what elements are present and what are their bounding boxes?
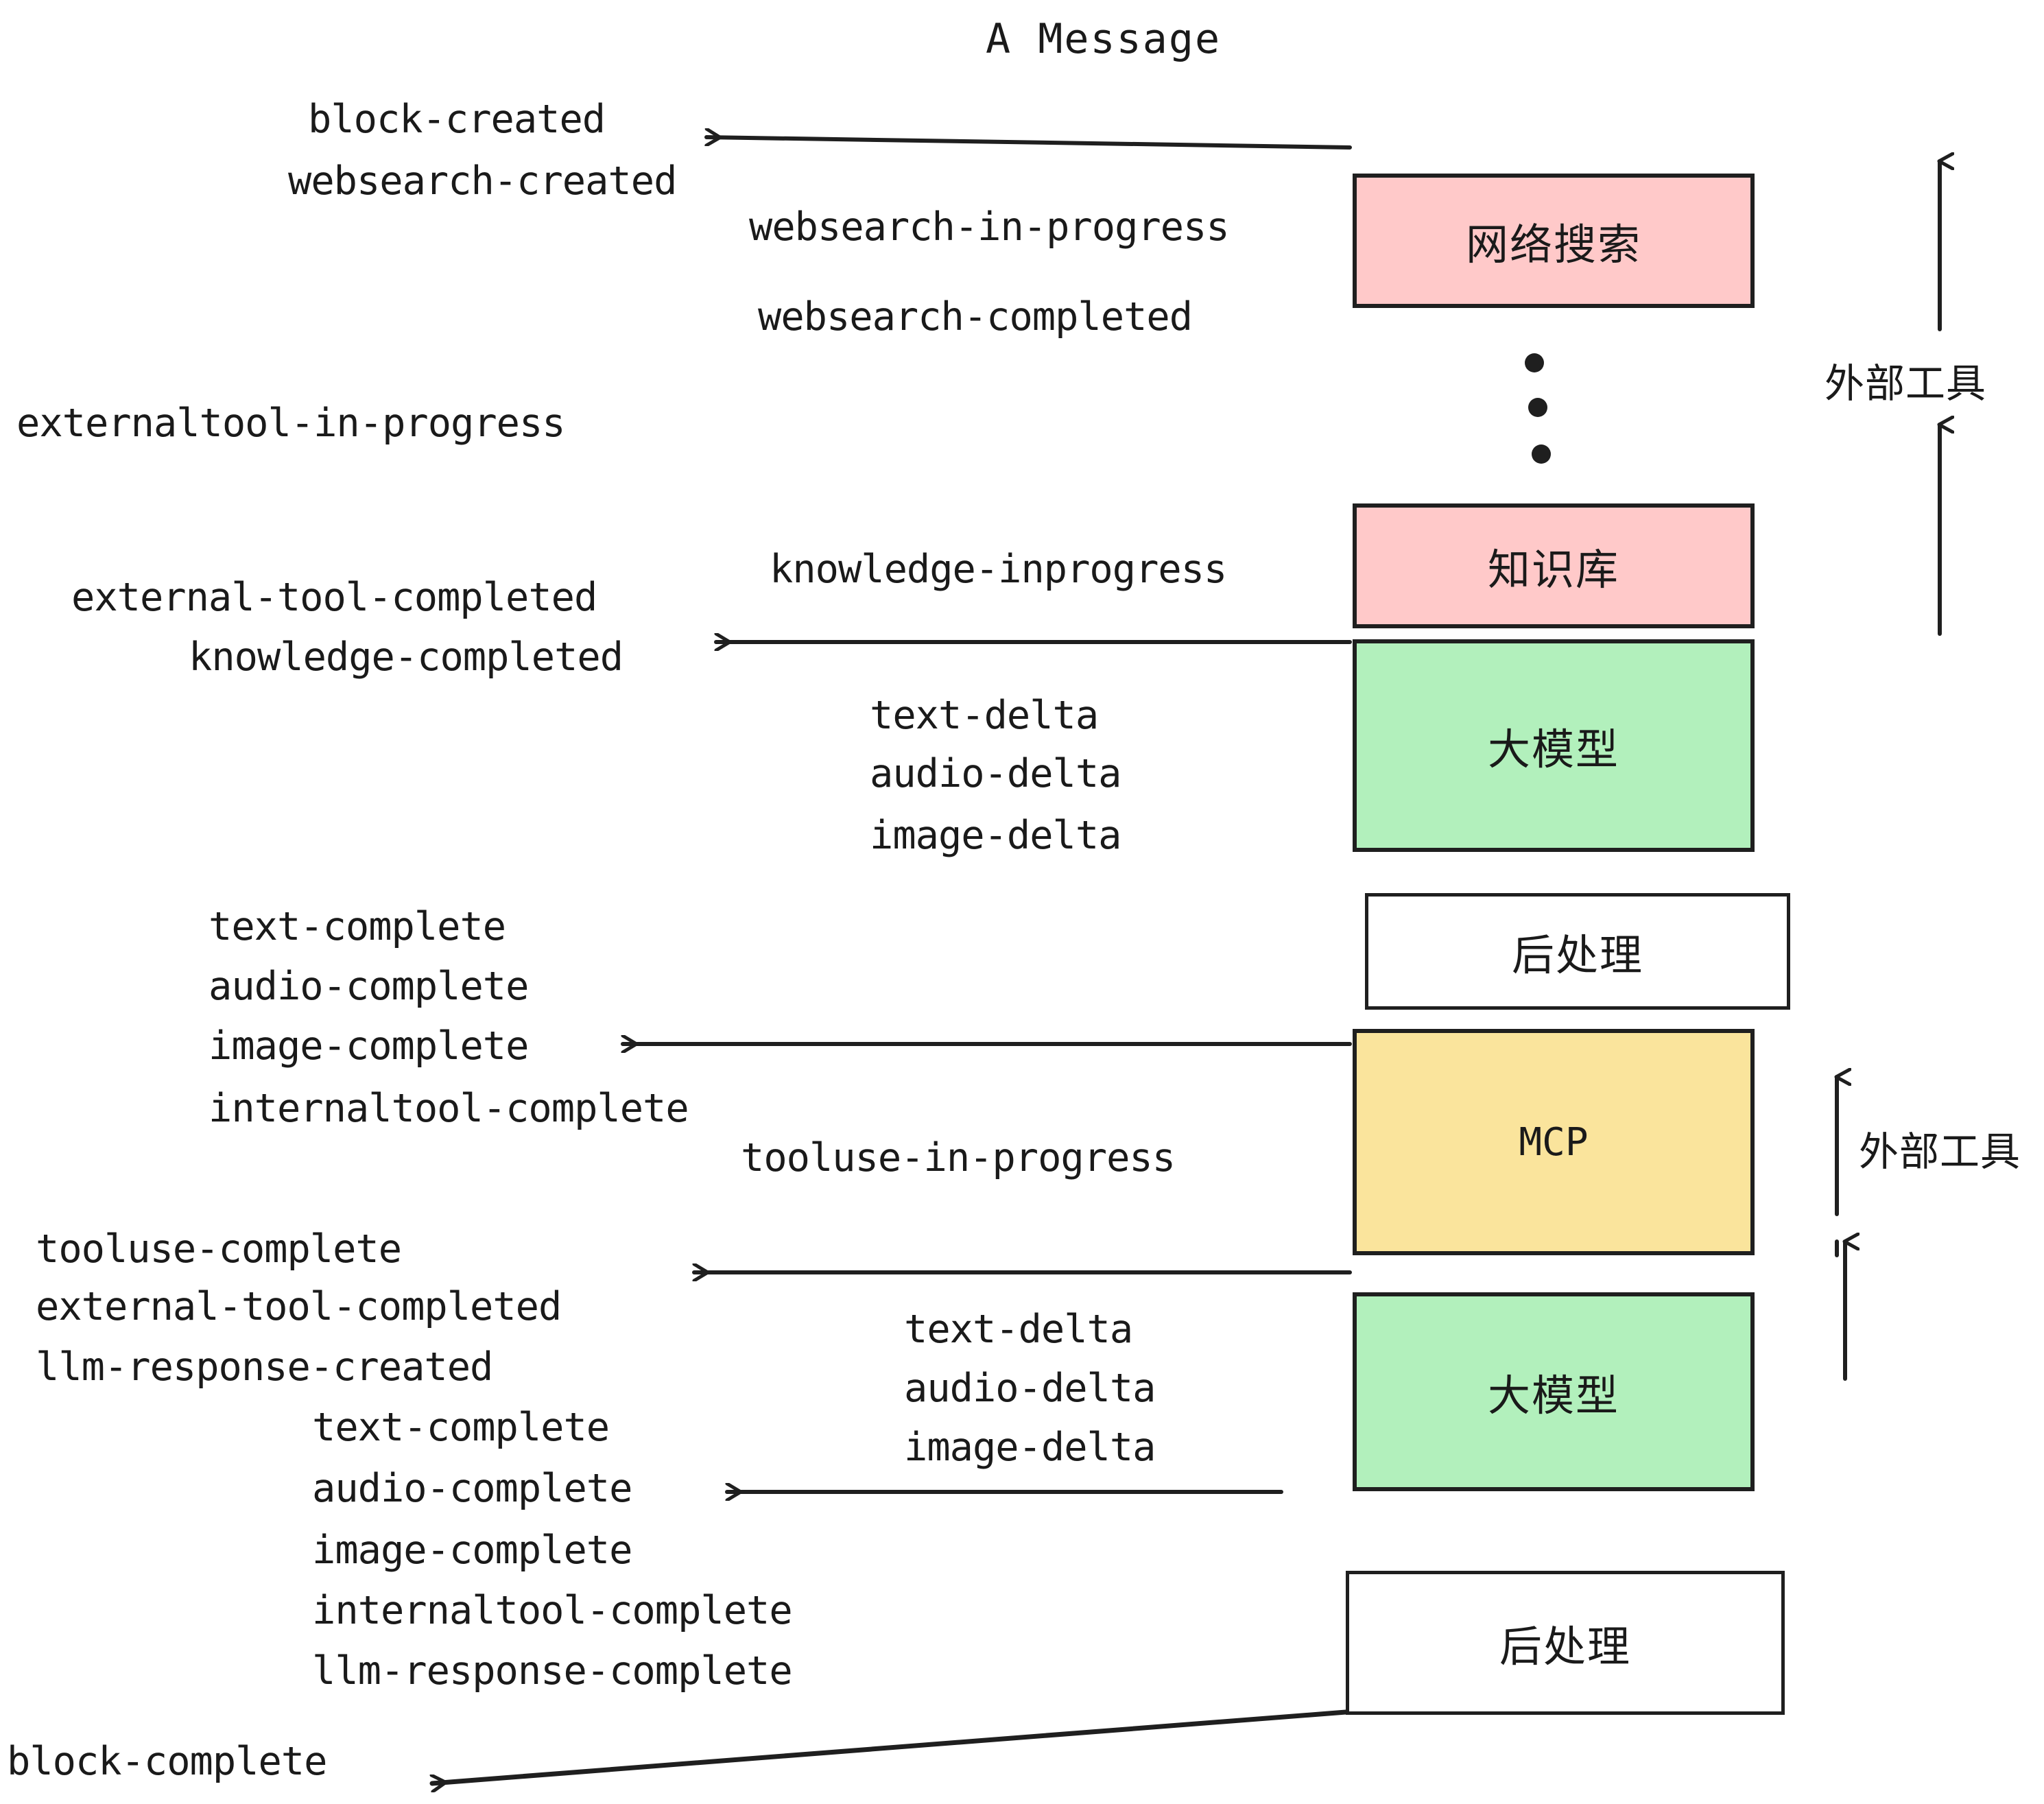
event-internaltool-complete-1: internaltool-complete <box>209 1086 689 1131</box>
event-externaltool-in-progress: externaltool-in-progress <box>16 401 566 446</box>
ellipsis-dot-3 <box>1532 444 1551 464</box>
ellipsis-dot-1 <box>1525 353 1544 372</box>
box-knowledge-label: 知识库 <box>1487 545 1619 595</box>
event-text-complete-1: text-complete <box>209 904 506 949</box>
box-llm-top-label: 大模型 <box>1487 724 1619 774</box>
event-audio-complete-1: audio-complete <box>209 964 529 1009</box>
page-title: A Message <box>986 15 1222 63</box>
event-image-delta-1: image-delta <box>870 813 1121 858</box>
box-postprocess-bottom[interactable]: 后处理 <box>1346 1571 1785 1715</box>
event-tooluse-complete: tooluse-complete <box>36 1226 402 1272</box>
ellipsis-dot-2 <box>1528 398 1547 417</box>
event-websearch-created: websearch-created <box>288 158 677 204</box>
arrow-websearch-to-block-created <box>704 137 1352 150</box>
box-mcp-label: MCP <box>1519 1119 1589 1165</box>
box-knowledge[interactable]: 知识库 <box>1353 503 1755 628</box>
box-websearch[interactable]: 网络搜索 <box>1353 174 1755 308</box>
event-image-complete-1: image-complete <box>209 1023 529 1069</box>
event-llm-response-complete: llm-response-complete <box>312 1648 793 1694</box>
event-tooluse-in-progress: tooluse-in-progress <box>741 1135 1176 1180</box>
arrow-postprocess-to-block-complete <box>429 1709 1348 1783</box>
event-external-tool-completed-1: external-tool-completed <box>71 575 597 620</box>
event-audio-delta-1: audio-delta <box>870 751 1121 796</box>
event-text-delta-1: text-delta <box>870 693 1099 738</box>
box-llm-bottom[interactable]: 大模型 <box>1353 1292 1755 1491</box>
event-internaltool-complete-2: internaltool-complete <box>312 1588 793 1633</box>
side-label-external-tool-top: 外部工具 <box>1825 360 1987 407</box>
box-llm-top[interactable]: 大模型 <box>1353 639 1755 852</box>
event-knowledge-inprogress: knowledge-inprogress <box>770 547 1227 592</box>
event-llm-response-created: llm-response-created <box>36 1344 493 1390</box>
event-text-delta-2: text-delta <box>904 1307 1133 1352</box>
event-websearch-in-progress: websearch-in-progress <box>749 204 1230 250</box>
box-mcp[interactable]: MCP <box>1353 1029 1755 1255</box>
event-external-tool-completed-2: external-tool-completed <box>36 1284 562 1329</box>
box-postprocess-top-label: 后处理 <box>1511 930 1643 980</box>
box-postprocess-top[interactable]: 后处理 <box>1365 893 1790 1010</box>
event-websearch-completed: websearch-completed <box>758 294 1193 340</box>
event-text-complete-2: text-complete <box>312 1405 610 1450</box>
event-block-created: block-created <box>308 97 606 142</box>
event-image-delta-2: image-delta <box>904 1425 1156 1470</box>
event-audio-delta-2: audio-delta <box>904 1366 1156 1411</box>
box-llm-bottom-label: 大模型 <box>1487 1370 1619 1421</box>
event-image-complete-2: image-complete <box>312 1528 632 1573</box>
event-block-complete: block-complete <box>7 1739 327 1784</box>
box-postprocess-bottom-label: 后处理 <box>1499 1622 1631 1672</box>
box-websearch-label: 网络搜索 <box>1465 219 1641 270</box>
event-audio-complete-2: audio-complete <box>312 1466 632 1511</box>
side-label-external-tool-bottom: 外部工具 <box>1859 1128 2021 1175</box>
event-knowledge-completed: knowledge-completed <box>189 634 623 680</box>
